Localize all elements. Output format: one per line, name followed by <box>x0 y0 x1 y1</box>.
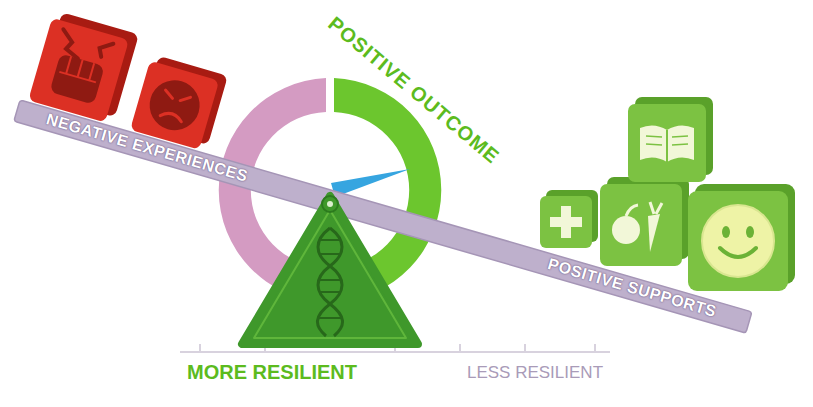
support-cube <box>540 190 598 248</box>
support-cube <box>688 184 795 291</box>
dna-symbol <box>317 228 342 336</box>
support-cube <box>628 97 713 182</box>
scale-label: LESS RESILIENT <box>467 364 603 381</box>
support-cube <box>600 177 689 266</box>
scale-label: MORE RESILIENT <box>187 362 357 382</box>
fulcrum-triangle <box>242 196 418 344</box>
seesaw-beam <box>14 8 779 333</box>
